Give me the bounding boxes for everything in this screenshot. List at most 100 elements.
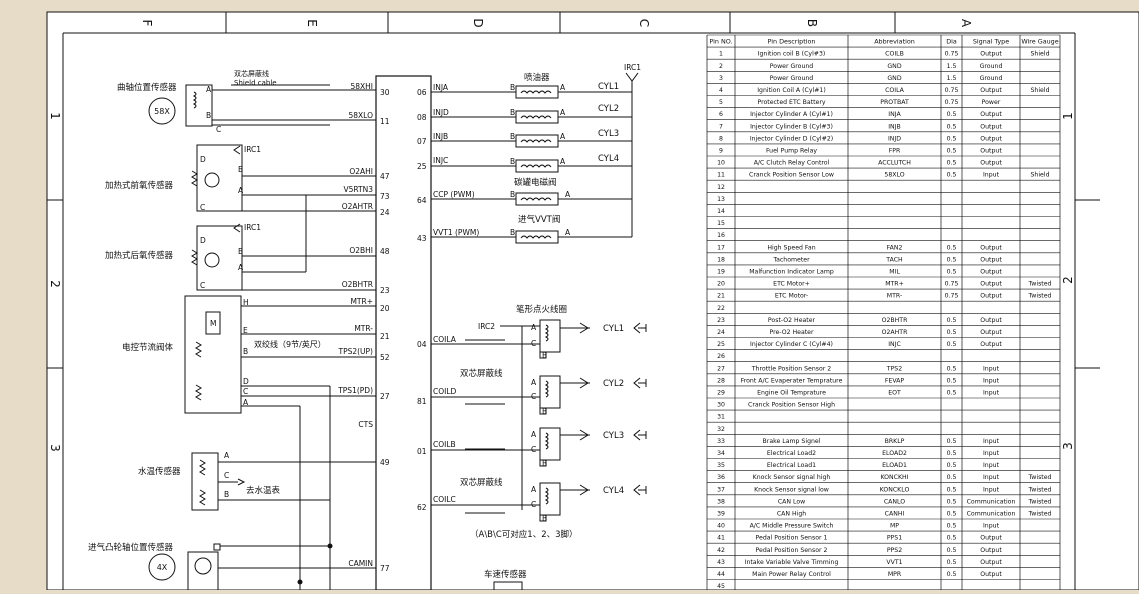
table-cell: ETC Motor+ [773,281,810,288]
table-cell: Output [980,256,1002,263]
table-cell: 0.5 [947,523,957,530]
pin-letter: D [200,155,206,164]
table-cell: 26 [717,353,725,360]
coil-cyl1 [539,319,590,359]
pin-number: 77 [380,564,390,573]
table-cell: Ignition Coil A (Cyl#1) [757,87,826,94]
table-cell: 0.5 [947,160,957,167]
table-cell: FAN2 [887,244,903,251]
grid-letter-f: F [140,20,154,27]
pin-number: 27 [380,392,390,401]
pin-letter: A [565,190,571,199]
table-cell: Ignition coil B (Cyl#3) [758,51,826,58]
table-cell: Power Ground [770,63,814,70]
pin-signal: O2AHI [349,167,373,176]
table-cell: 31 [717,414,725,421]
pin-signal: INJA [433,83,449,92]
table-cell: MTR+ [885,281,904,288]
table-cell: Injector Cylinder C (Cyl#4) [750,341,833,348]
table-cell: 0.75 [945,293,959,300]
table-cell: 5 [719,99,723,106]
front-o2-heater [204,172,220,188]
irc1-rear: IRC1 [244,223,261,232]
table-cell: 11 [717,172,725,179]
table-cell: 21 [717,293,725,300]
motor-symbol: M [210,319,216,328]
pin-letter: B [510,108,515,117]
table-cell: MTR- [887,293,902,300]
table-cell: Twisted [1028,474,1052,481]
table-cell: MP [890,523,899,530]
table-cell: 29 [717,390,725,397]
table-header: Pin Description [768,38,816,46]
table-cell: 0.5 [947,571,957,578]
table-cell: 0.75 [945,281,959,288]
pin-letter: B [542,407,547,416]
injector-row-2 [431,110,632,124]
coil-cyl2 [539,375,590,415]
table-cell: 0.5 [947,269,957,276]
table-cell: ACCLUTCH [878,160,911,167]
table-cell: 18 [717,256,725,263]
table-cell: KONCKHI [880,474,908,481]
table-cell: Output [980,571,1002,578]
table-cell: GND [887,63,901,70]
crank-sensor-label: 曲轴位置传感器 [117,82,177,93]
table-cell: 1.5 [947,63,957,70]
resistor-symbol [191,170,198,187]
table-cell: KONCKLO [880,486,910,493]
table-cell: 40 [717,523,725,530]
table-cell: 24 [717,329,725,336]
crank-coil-symbol [192,91,197,109]
table-cell: Communication [967,498,1016,505]
grid-letter-d: D [471,18,485,27]
irc2-label: IRC2 [478,322,495,331]
table-cell: PPS2 [887,547,902,554]
ntc-symbol [199,459,206,476]
abc-note: （A\B\C可对应1、2、3脚） [470,529,578,540]
pin-signal: VVT1 (PWM) [433,228,479,237]
grid-number-1-right: 1 [1061,112,1075,120]
table-cell: ETC Motor- [775,293,808,300]
pin-letter: C [200,281,205,290]
coil-cyl3 [539,427,590,467]
table-cell: CAN High [777,511,806,518]
table-cell: TPS2 [886,365,902,372]
table-cell: 2 [719,63,723,70]
coil-cyl2-label: CYL2 [603,379,624,389]
to-gauge-label: 去水温表 [246,485,281,496]
table-cell: Ground [980,75,1003,82]
table-cell: 0.5 [947,438,957,445]
table-cell: CANHI [885,511,905,518]
table-cell: 1.5 [947,75,957,82]
table-cell: O2AHTR [882,329,908,336]
grid-letter-e: E [305,19,319,27]
pin-letter: A [560,157,566,166]
table-cell: 36 [717,474,725,481]
table-cell: 28 [717,377,725,384]
table-cell: 10 [717,160,725,167]
table-cell: High Speed Fan [767,244,815,251]
grid-number-2: 2 [48,280,62,288]
pin-letter: B [510,132,515,141]
pin-letter: B [510,157,515,166]
grid-letter-a: A [959,19,973,28]
table-cell: 0.5 [947,377,957,384]
pin-letter: H [243,298,249,307]
cyl4-label: CYL4 [598,154,619,164]
table-cell: Input [983,450,1000,457]
table-cell: 0.5 [947,486,957,493]
coil-shield-bottom [465,448,505,514]
table-cell: 35 [717,462,725,469]
table-cell: Output [980,160,1002,167]
table-cell: COILA [885,87,905,94]
table-cell: Power Ground [770,75,814,82]
pin-letter: C [243,387,248,396]
pin-signal: COILD [433,387,457,396]
pin-number: 11 [380,117,390,126]
table-cell: 0.5 [947,123,957,130]
ecu-left-pins: 58XHI 30 58XLO 11 O2AHI 47 V5RTN3 73 O2A… [337,82,390,573]
pin-number: 48 [380,247,390,256]
